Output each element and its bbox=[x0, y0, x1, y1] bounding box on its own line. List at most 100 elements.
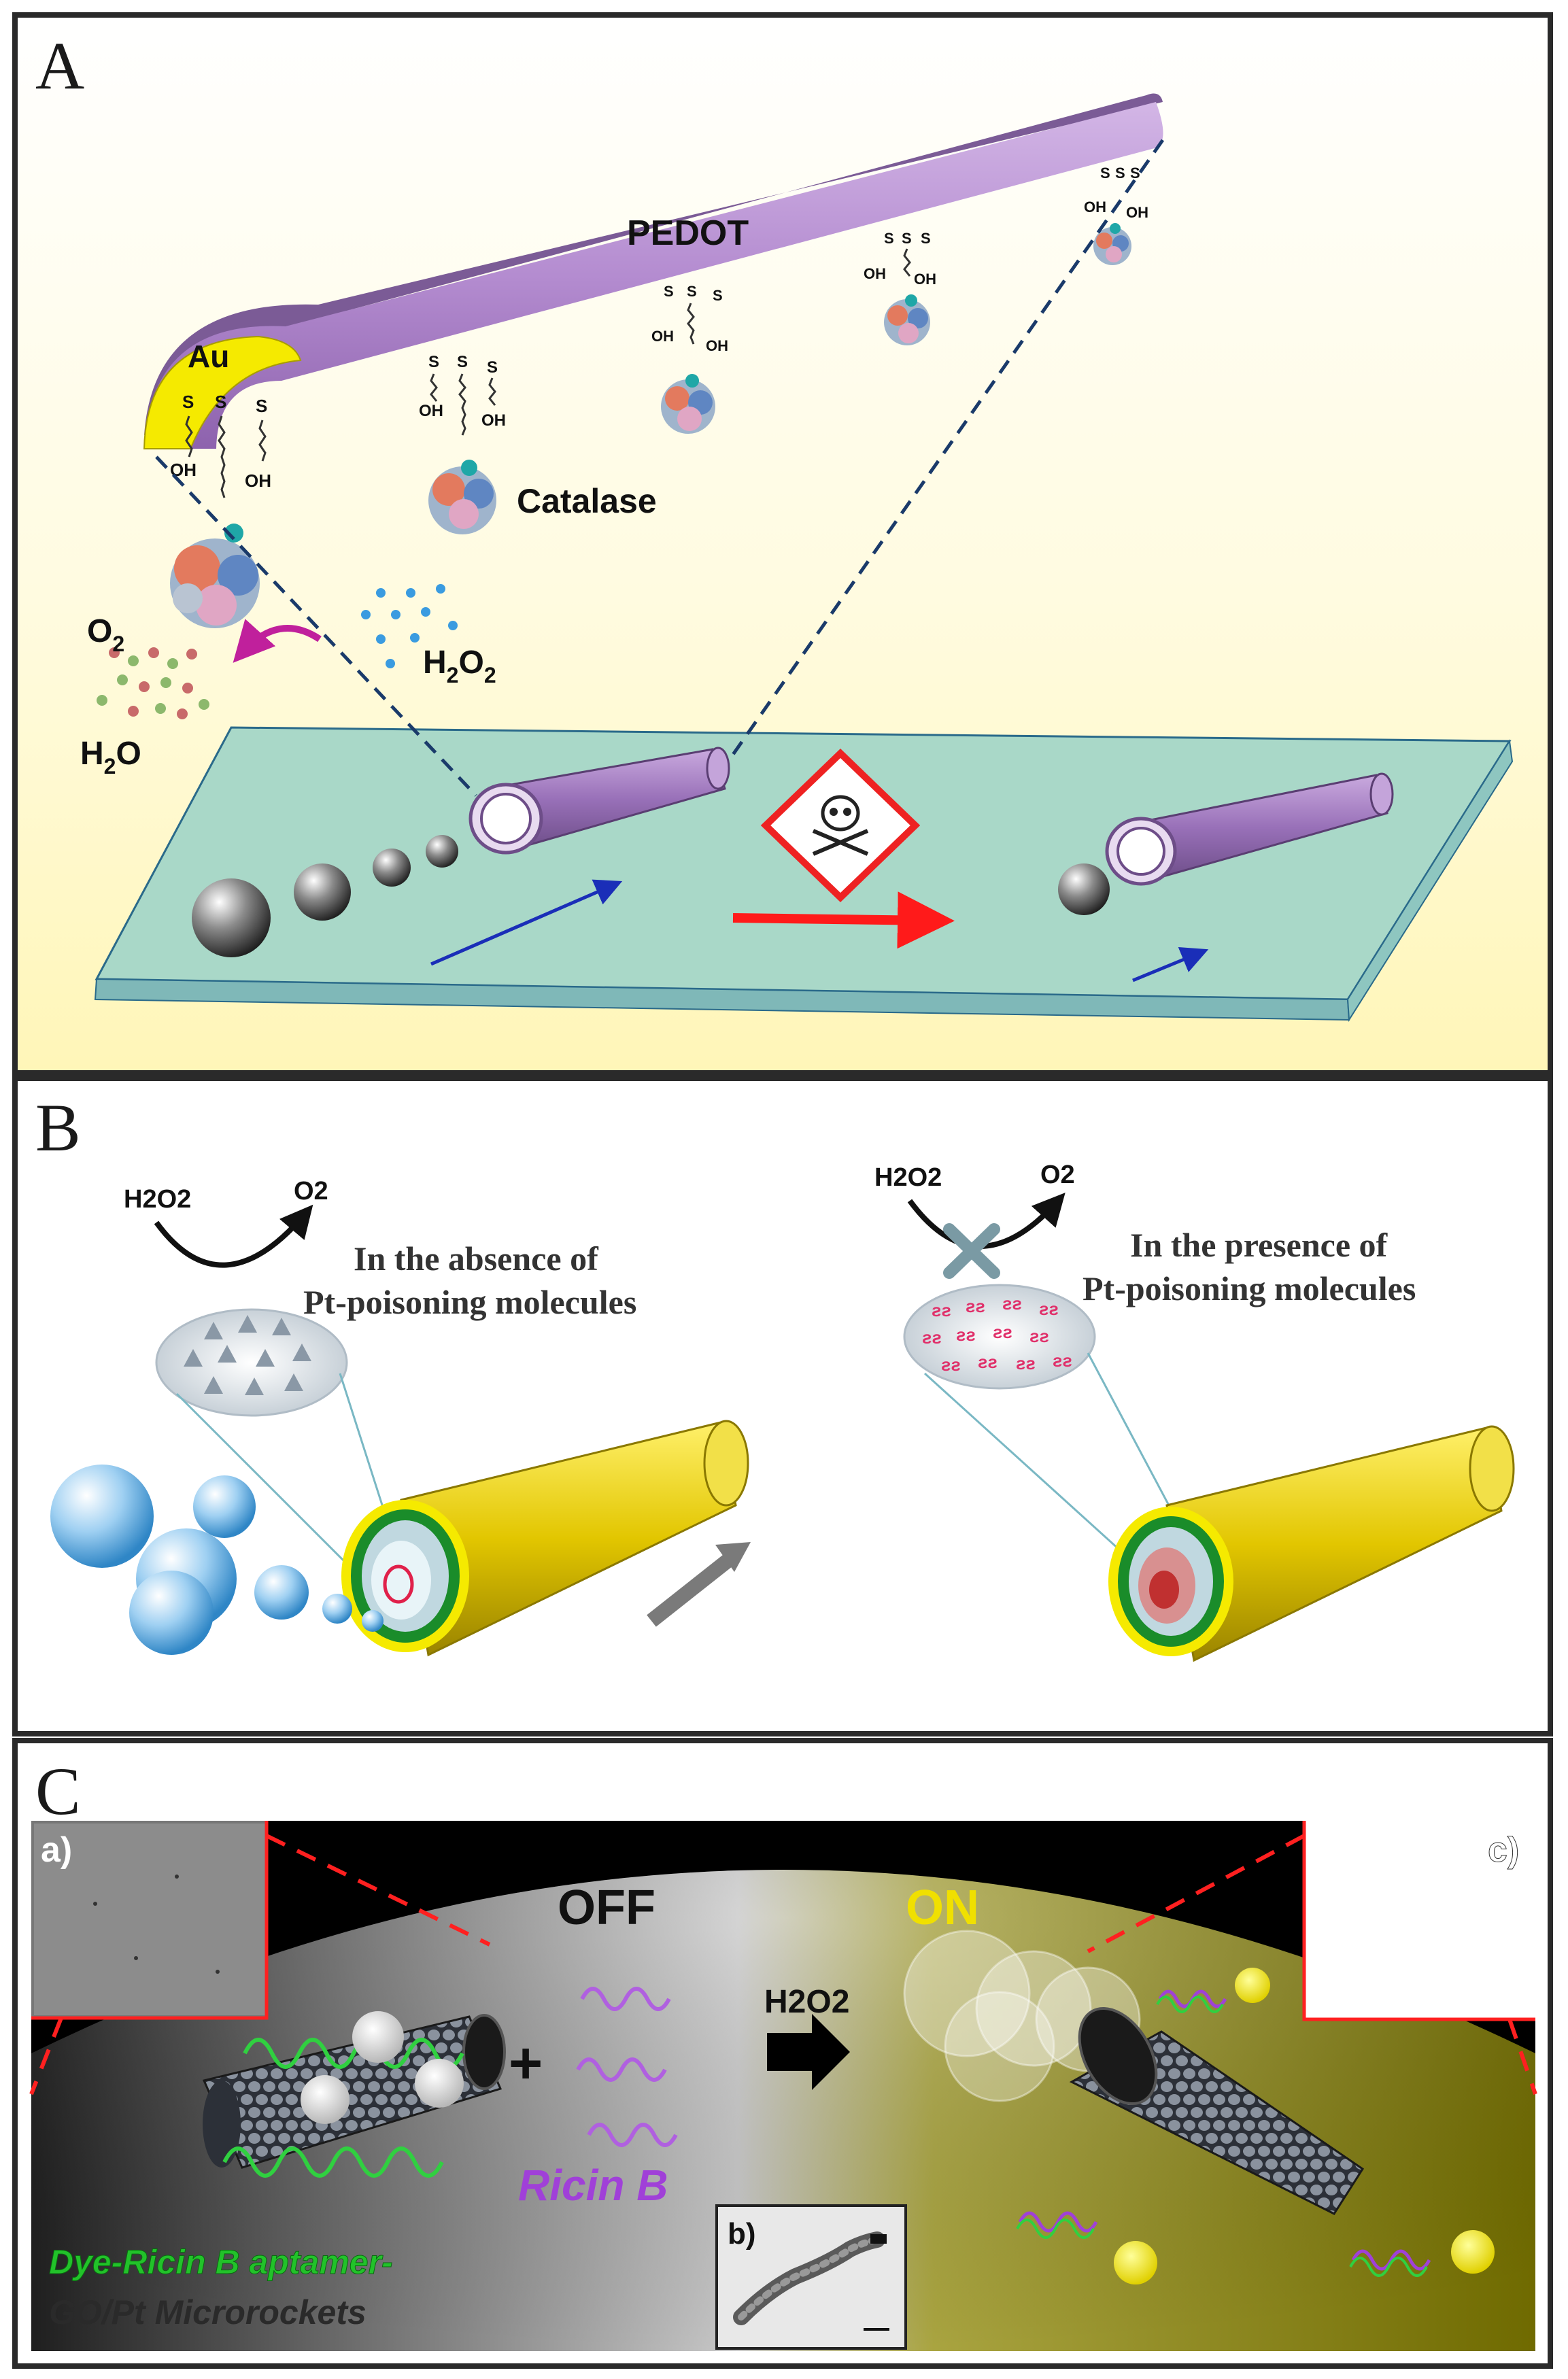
svg-text:S: S bbox=[1130, 165, 1140, 182]
label-ricin-b: Ricin B bbox=[518, 2161, 668, 2210]
label-plus: + bbox=[509, 2031, 543, 2096]
bubble bbox=[322, 1594, 352, 1624]
bubble bbox=[254, 1565, 309, 1620]
inset-a: a) bbox=[31, 1821, 269, 2020]
zoom-line-left bbox=[155, 456, 477, 797]
catalase-cluster-1 bbox=[170, 524, 260, 628]
label-h2o2-c: H2O2 bbox=[764, 1984, 849, 2020]
svg-text:ƨƨ: ƨƨ bbox=[932, 1300, 951, 1320]
inset-c-label: c) bbox=[1488, 1830, 1519, 1870]
aptamer-gold-complexes bbox=[1016, 1968, 1495, 2284]
bubble bbox=[50, 1465, 154, 1568]
svg-text:S: S bbox=[487, 358, 498, 377]
blue-arrow-long bbox=[430, 879, 623, 966]
svg-text:ƨƨ: ƨƨ bbox=[1002, 1293, 1022, 1314]
svg-text:S: S bbox=[182, 392, 194, 412]
blue-arrow-short bbox=[1132, 946, 1209, 982]
left-caption-2: Pt-poisoning molecules bbox=[303, 1283, 636, 1321]
au-layer bbox=[143, 335, 302, 449]
left-h2o2: H2O2 bbox=[124, 1185, 191, 1214]
label-catalase: Catalase bbox=[517, 482, 657, 520]
right-caption-2: Pt-poisoning molecules bbox=[1083, 1269, 1416, 1307]
svg-text:ƨƨ: ƨƨ bbox=[956, 1324, 976, 1345]
red-arrow bbox=[732, 891, 955, 949]
svg-text:OH: OH bbox=[419, 402, 443, 420]
label-microrockets: GO/Pt Microrockets bbox=[49, 2293, 367, 2331]
glass-slide-side bbox=[1346, 739, 1514, 1023]
pedot-rod-body bbox=[144, 102, 1163, 449]
left-reaction-arrow bbox=[154, 1204, 313, 1268]
svg-text:S: S bbox=[428, 353, 439, 371]
svg-text:ƨƨ: ƨƨ bbox=[941, 1354, 961, 1375]
thiol-group-5: S S S OH OH bbox=[1084, 165, 1148, 221]
thiol-group-2: S S S OH OH bbox=[419, 353, 506, 436]
label-pedot: PEDOT bbox=[627, 213, 749, 253]
svg-text:ƨƨ: ƨƨ bbox=[993, 1322, 1012, 1342]
right-h2o2: H2O2 bbox=[874, 1163, 942, 1192]
label-au: Au bbox=[188, 339, 229, 374]
ricin-b-strands bbox=[576, 1987, 678, 2147]
catalase-cluster-3 bbox=[661, 374, 715, 434]
o2-h2o-dots bbox=[97, 647, 209, 719]
bubble bbox=[362, 1610, 384, 1632]
panel-a-letter: A bbox=[35, 28, 84, 103]
inset-c: c) bbox=[1302, 1821, 1535, 2021]
big-black-arrow bbox=[767, 2014, 850, 2090]
svg-text:OH: OH bbox=[1126, 204, 1148, 221]
svg-text:S: S bbox=[902, 230, 912, 247]
poisoned-surface-disc bbox=[903, 1284, 1096, 1390]
svg-text:S: S bbox=[687, 283, 697, 300]
bubble bbox=[426, 835, 458, 868]
svg-text:ƨƨ: ƨƨ bbox=[978, 1352, 998, 1372]
svg-text:OH: OH bbox=[481, 411, 506, 430]
h2o2-dots bbox=[361, 584, 458, 668]
bubble bbox=[193, 1475, 256, 1538]
svg-text:S: S bbox=[1100, 165, 1110, 182]
svg-text:OH: OH bbox=[651, 328, 674, 345]
svg-text:ƨƨ: ƨƨ bbox=[922, 1327, 942, 1348]
bubble bbox=[294, 863, 351, 921]
panel-b: B H2O2 O2 In the absence of Pt-poisoning… bbox=[12, 1076, 1553, 1736]
pt-pyramids bbox=[184, 1315, 311, 1395]
left-caption-1: In the absence of bbox=[354, 1239, 599, 1278]
svg-text:S: S bbox=[457, 353, 468, 371]
svg-text:S: S bbox=[664, 283, 674, 300]
reaction-arrow bbox=[233, 619, 322, 663]
thiol-group-1: S S S OH OH bbox=[170, 392, 271, 498]
svg-text:S: S bbox=[713, 287, 723, 304]
label-o2: O2 bbox=[87, 613, 124, 656]
motion-arrow bbox=[647, 1548, 740, 1627]
right-o2: O2 bbox=[1040, 1161, 1075, 1189]
svg-text:OH: OH bbox=[864, 265, 886, 282]
thiol-group-4: S S S OH OH bbox=[864, 230, 936, 288]
svg-text:ƨƨ: ƨƨ bbox=[1029, 1326, 1049, 1346]
label-on: ON bbox=[906, 1881, 979, 1935]
svg-text:OH: OH bbox=[914, 271, 936, 288]
motion-arrow-head bbox=[715, 1542, 751, 1572]
label-h2o2-a: H2O2 bbox=[423, 645, 496, 687]
svg-text:S: S bbox=[921, 230, 931, 247]
panel-c-letter: C bbox=[35, 1753, 81, 1829]
left-o2: O2 bbox=[294, 1177, 328, 1205]
svg-text:ƨƨ: ƨƨ bbox=[1039, 1299, 1059, 1319]
svg-text:ƨƨ: ƨƨ bbox=[1053, 1350, 1072, 1371]
svg-text:ƨƨ: ƨƨ bbox=[966, 1296, 985, 1316]
bubble bbox=[373, 849, 411, 887]
zoom-line bbox=[175, 1392, 367, 1584]
svg-text:S: S bbox=[215, 392, 226, 412]
label-aptamer: Dye-Ricin B aptamer- bbox=[49, 2243, 393, 2281]
panel-c: C a) c) OFF ON bbox=[12, 1738, 1553, 2369]
blocked-x-icon bbox=[943, 1223, 1000, 1279]
bubble bbox=[1058, 863, 1110, 915]
panel-a: A Au PEDOT S S S OH OH S S bbox=[12, 12, 1553, 1076]
inset-a-label: a) bbox=[41, 1830, 72, 1870]
svg-text:S: S bbox=[1115, 165, 1125, 182]
catalase-cluster-2 bbox=[428, 460, 496, 534]
zoom-line-right bbox=[724, 139, 1165, 766]
catalase-cluster-5 bbox=[1093, 223, 1131, 265]
microrocket-off bbox=[202, 2011, 506, 2178]
toxic-hazard-icon bbox=[760, 749, 921, 902]
label-h2o: H2O bbox=[80, 736, 141, 778]
